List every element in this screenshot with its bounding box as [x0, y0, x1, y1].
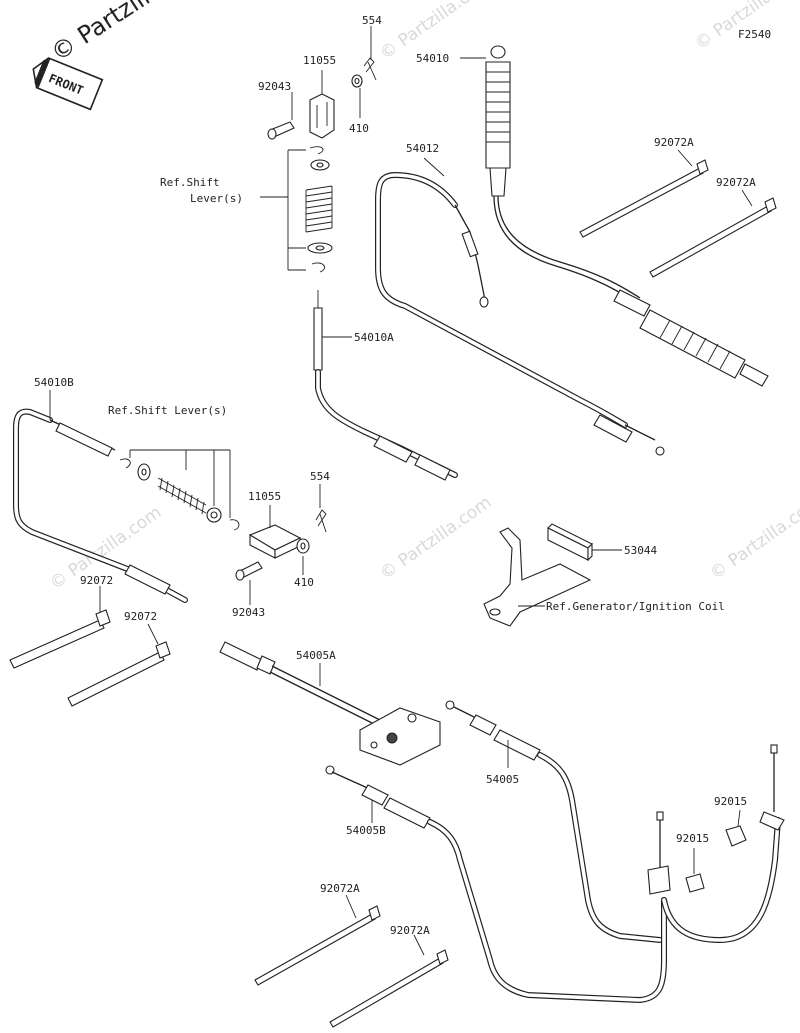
label-92072A-4: 92072A	[390, 924, 430, 937]
label-92072A-2: 92072A	[716, 176, 756, 189]
callout-labels: 554 11055 92043 410 54010 54012 92072A 9…	[34, 14, 756, 937]
label-554-top: 554	[362, 14, 382, 27]
watermark-text: © Partzilla.com	[706, 492, 800, 584]
label-92072-2: 92072	[124, 610, 157, 623]
shift-lever-kit-top	[260, 26, 377, 273]
label-ref-shift-top-1: Ref.Shift	[160, 176, 220, 189]
label-54012: 54012	[406, 142, 439, 155]
label-54005: 54005	[486, 773, 519, 786]
cable-54010	[460, 45, 769, 387]
cable-54010B	[13, 390, 188, 603]
cable-54010A	[313, 290, 458, 481]
label-92015-1: 92015	[714, 795, 747, 808]
watermark-text: © Partzilla.com	[376, 492, 495, 584]
label-92072A-3: 92072A	[320, 882, 360, 895]
label-92043-mid: 92043	[232, 606, 265, 619]
figure-code: F2540	[738, 28, 771, 41]
label-54010B: 54010B	[34, 376, 74, 389]
label-ref-shift-mid: Ref.Shift Lever(s)	[108, 404, 227, 417]
label-92072A-1: 92072A	[654, 136, 694, 149]
partzilla-logo: © Partzilla	[46, 0, 167, 67]
label-54005B: 54005B	[346, 824, 386, 837]
label-54010A: 54010A	[354, 331, 394, 344]
label-554-mid: 554	[310, 470, 330, 483]
shift-lever-kit-mid	[119, 449, 327, 605]
label-54005A: 54005A	[296, 649, 336, 662]
watermark-layer: © Partzilla.com © Partzilla.com © Partzi…	[46, 0, 800, 594]
front-badge: FRONT	[32, 57, 104, 111]
label-11055-mid: 11055	[248, 490, 281, 503]
label-92015-2: 92015	[676, 832, 709, 845]
label-53044: 53044	[624, 544, 657, 557]
cable-54012	[375, 157, 665, 456]
label-ref-generator: Ref.Generator/Ignition Coil	[546, 600, 725, 613]
generator-bracket	[483, 523, 622, 627]
label-410-top: 410	[349, 122, 369, 135]
label-54010: 54010	[416, 52, 449, 65]
label-92043-top: 92043	[258, 80, 291, 93]
strap-92072-pair	[9, 586, 171, 707]
strap-92072A-set	[254, 149, 777, 1028]
label-410-mid: 410	[294, 576, 314, 589]
label-11055-top: 11055	[303, 54, 336, 67]
cable-54005-assembly	[219, 641, 785, 1004]
label-92072-1: 92072	[80, 574, 113, 587]
label-ref-shift-top-2: Lever(s)	[190, 192, 243, 205]
